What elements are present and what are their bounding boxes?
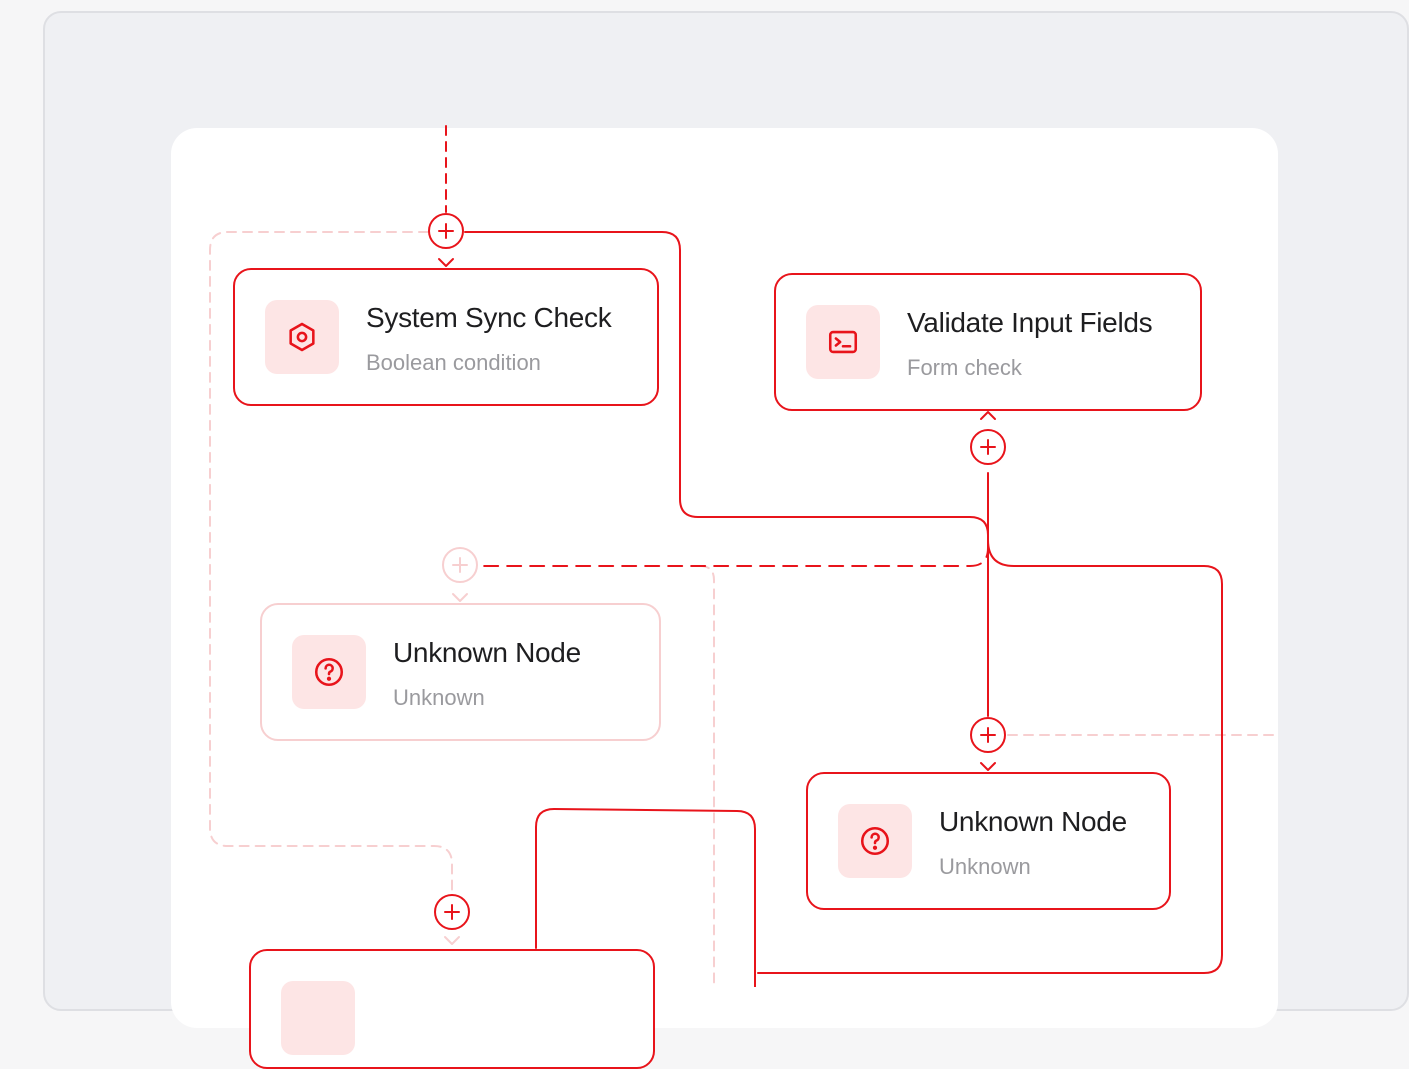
- terminal-icon: [828, 330, 858, 354]
- hexagon-gear-icon: [289, 322, 315, 352]
- add-step-button[interactable]: [970, 717, 1006, 753]
- node-icon-box: [806, 305, 880, 379]
- edge-main-route-right: [757, 539, 1223, 974]
- edge-faded-left-loop: [209, 231, 453, 894]
- arrow-into-unknown-lower: [980, 762, 996, 771]
- node-title: Unknown Node: [939, 806, 1127, 837]
- question-circle-icon: [314, 657, 344, 687]
- add-step-button[interactable]: [428, 213, 464, 249]
- node-icon-box: [838, 804, 912, 878]
- plus-icon: [444, 904, 460, 920]
- node-title: Unknown Node: [393, 637, 581, 668]
- add-step-button[interactable]: [970, 429, 1006, 465]
- edge-main-route: [464, 231, 989, 541]
- edge-dashed-branch: [479, 519, 989, 567]
- node-partial-bottom[interactable]: [249, 949, 655, 1069]
- plus-icon: [452, 557, 468, 573]
- plus-icon: [438, 223, 454, 239]
- plus-icon: [980, 439, 996, 455]
- add-step-button[interactable]: [434, 894, 470, 930]
- node-icon-box: [281, 981, 355, 1055]
- edge-layer: [209, 125, 1276, 987]
- arrow-into-bottom-node: [444, 936, 460, 945]
- add-step-button[interactable]: [442, 547, 478, 583]
- plus-icon: [980, 727, 996, 743]
- node-system-sync-check[interactable]: System Sync Check Boolean condition: [233, 268, 659, 406]
- node-title: System Sync Check: [366, 302, 612, 333]
- node-subtitle: Unknown: [393, 685, 485, 710]
- arrow-into-system-sync: [438, 258, 454, 267]
- node-icon-box: [292, 635, 366, 709]
- edge-faded-middle-vertical: [699, 565, 715, 987]
- arrow-into-unknown-faded: [452, 593, 468, 602]
- node-subtitle: Form check: [907, 355, 1022, 380]
- edge-lower-loop: [535, 808, 756, 987]
- arrow-into-validate: [980, 411, 996, 420]
- node-validate-input-fields[interactable]: Validate Input Fields Form check: [774, 273, 1202, 411]
- node-unknown-faded[interactable]: Unknown Node Unknown: [260, 603, 661, 741]
- node-title: Validate Input Fields: [907, 307, 1153, 338]
- question-circle-icon: [860, 826, 890, 856]
- node-subtitle: Unknown: [939, 854, 1031, 879]
- node-subtitle: Boolean condition: [366, 350, 541, 375]
- node-icon-box: [265, 300, 339, 374]
- node-unknown-lower[interactable]: Unknown Node Unknown: [806, 772, 1171, 910]
